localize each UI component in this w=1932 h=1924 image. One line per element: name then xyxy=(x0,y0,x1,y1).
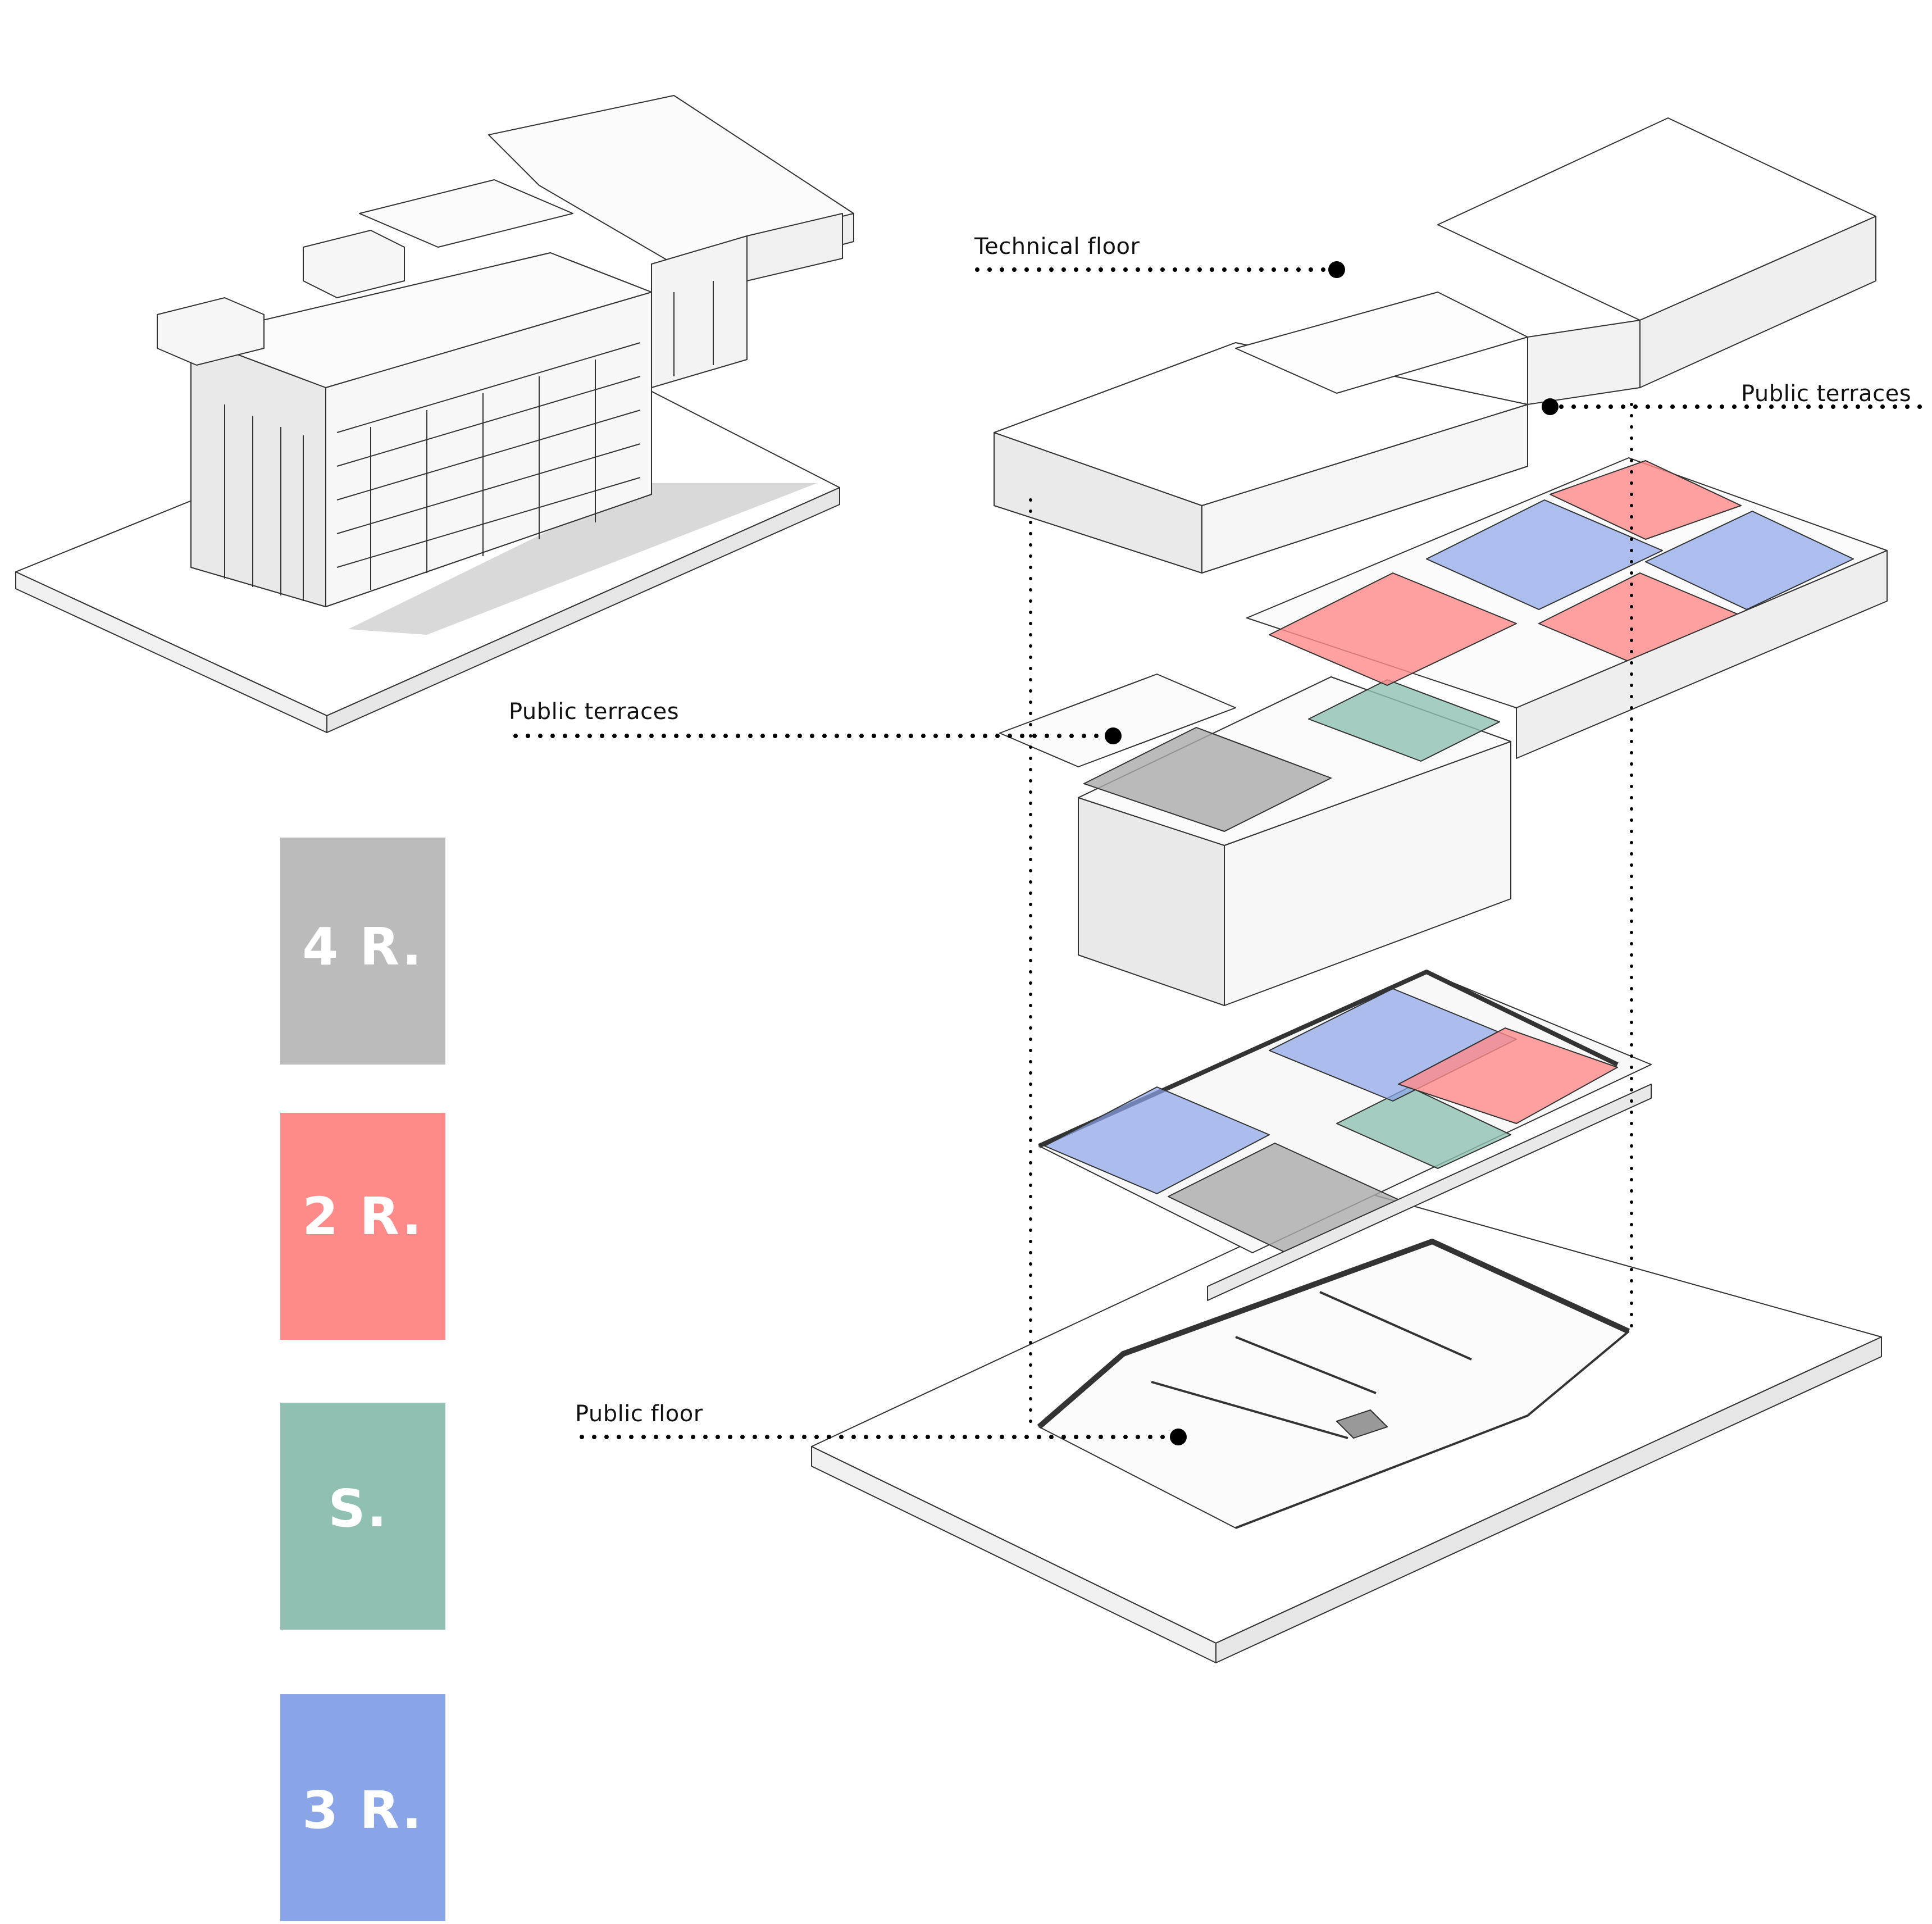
facade-windows-overview xyxy=(224,281,714,601)
legend-swatch xyxy=(280,1403,445,1630)
legend-label: 3 R. xyxy=(302,1780,423,1840)
legend-label: 2 R. xyxy=(302,1186,423,1247)
callout-public-floor-label: Public floor xyxy=(575,1401,703,1427)
legend-item-studio: S. xyxy=(280,1403,445,1630)
legend-item-four-room: 4 R. xyxy=(280,838,445,1065)
assembled-building-overview xyxy=(15,95,854,733)
legend-swatch xyxy=(280,838,445,1065)
legend-item-three-room: 3 R. xyxy=(280,1694,445,1921)
ground-floor-level xyxy=(811,1190,1882,1663)
callout-public-floor-dot xyxy=(1170,1429,1187,1445)
legend-item-two-room: 2 R. xyxy=(280,1113,445,1340)
unit-type-legend: 4 R. 2 R. S. 3 R. xyxy=(280,838,445,1921)
callout-public-terraces-left-dot xyxy=(1105,727,1122,744)
callout-technical-floor-dot xyxy=(1328,261,1345,278)
first-residential-level xyxy=(1038,970,1652,1301)
upper-block-level xyxy=(999,457,1888,1006)
callout-technical-floor-label: Technical floor xyxy=(974,234,1140,260)
technical-roof-level xyxy=(994,117,1876,574)
cast-shadow-overview xyxy=(348,483,817,635)
callout-technical-floor: Technical floor xyxy=(974,234,1345,278)
callout-public-floor: Public floor xyxy=(575,1401,1187,1445)
callout-public-terraces-right: Public terraces xyxy=(1542,381,1929,415)
vertical-guide-lines xyxy=(1029,403,1633,1431)
callout-public-terraces-left-label: Public terraces xyxy=(509,699,679,725)
callouts: Technical floor Public terraces Public t… xyxy=(509,234,1929,1445)
legend-label: S. xyxy=(328,1479,388,1539)
legend-swatch xyxy=(280,1113,445,1340)
callout-public-terraces-right-dot xyxy=(1542,398,1559,415)
legend-label: 4 R. xyxy=(302,917,423,977)
exploded-floors xyxy=(811,117,1888,1663)
callout-public-terraces-right-label: Public terraces xyxy=(1741,381,1911,407)
callout-public-terraces-left: Public terraces xyxy=(509,699,1122,744)
legend-swatch xyxy=(280,1694,445,1921)
